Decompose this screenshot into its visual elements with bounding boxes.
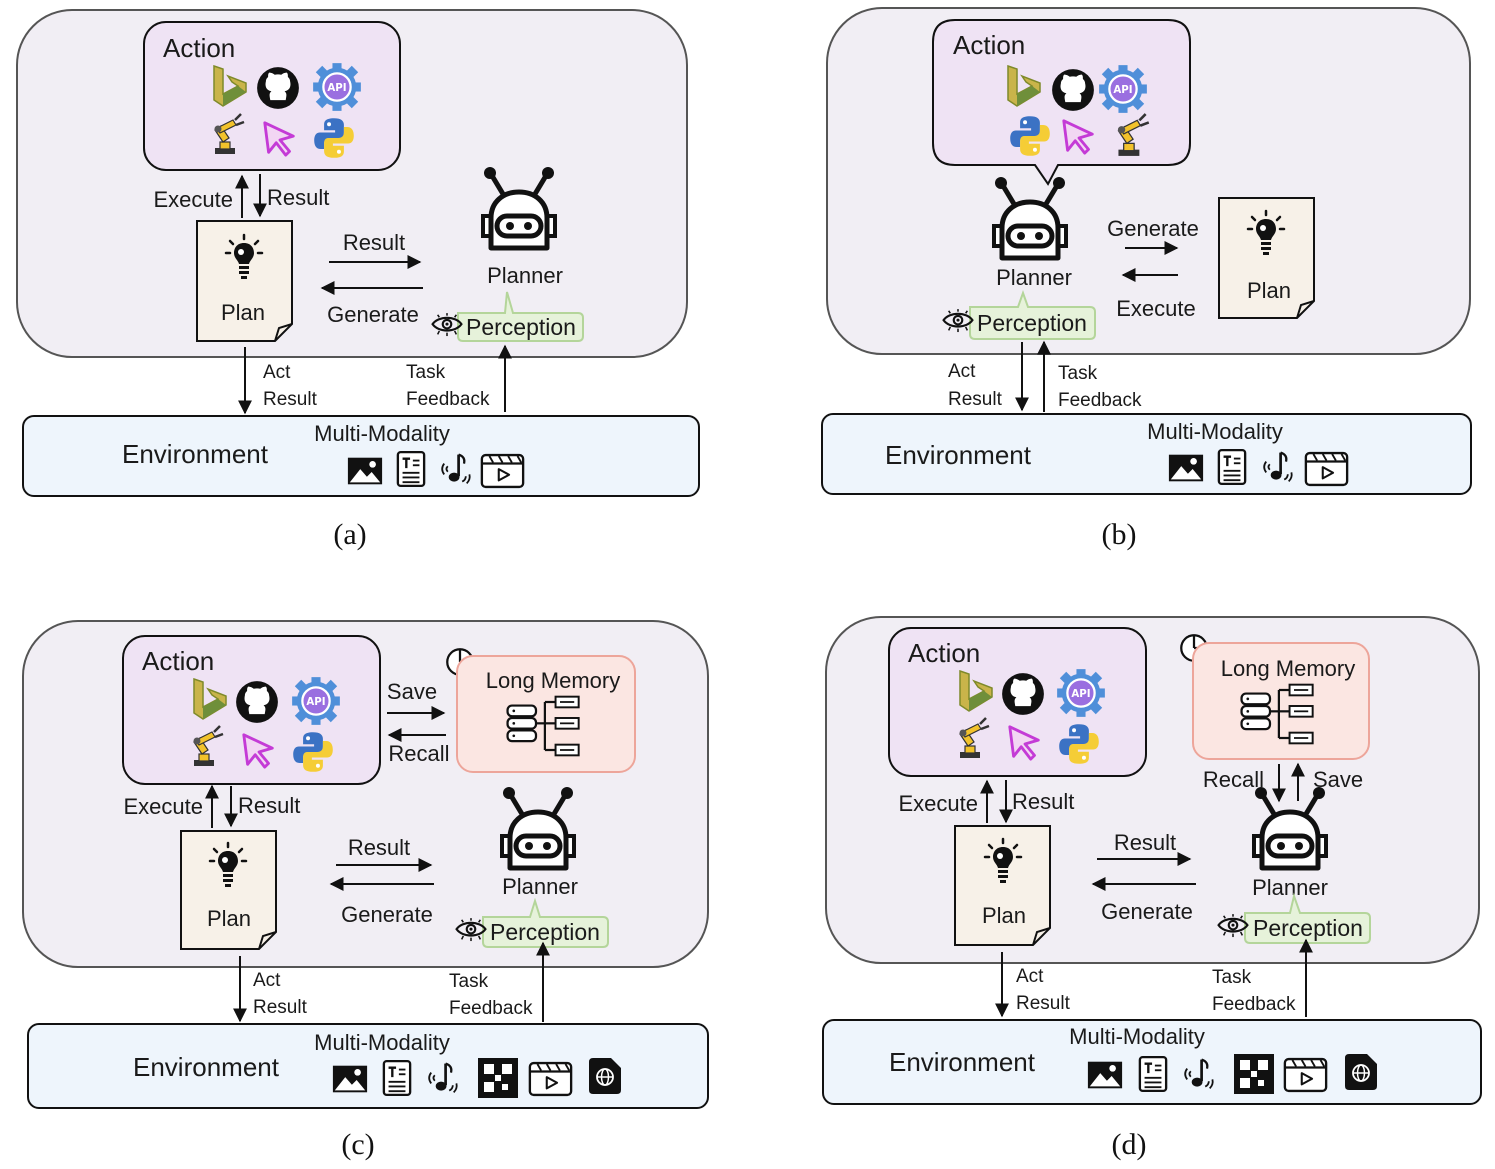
execute-label: Execute <box>154 187 234 212</box>
panel-b: Action Planner Perception Generate Execu… <box>821 7 1472 551</box>
recall-label: Recall <box>388 741 449 766</box>
action-title: Action <box>908 638 980 668</box>
action-title: Action <box>953 30 1025 60</box>
act-result-label: Result <box>253 997 308 1018</box>
generate-label: Generate <box>1101 899 1193 924</box>
generate-label: Generate <box>1107 216 1199 241</box>
video-icon <box>1283 1057 1328 1093</box>
result-up-label: Result <box>267 185 329 210</box>
plan-label: Plan <box>1247 278 1291 303</box>
image-icon <box>332 1065 368 1093</box>
multimodality-label: Multi-Modality <box>1069 1024 1205 1049</box>
act-result-label: Result <box>263 389 318 410</box>
image-icon <box>1168 454 1204 482</box>
environment-label: Environment <box>885 440 1032 470</box>
api-gear-icon <box>1098 64 1148 114</box>
result-arrow-label: Result <box>348 835 410 860</box>
act-label: Act <box>263 362 291 383</box>
act-result-label: Result <box>948 389 1003 410</box>
result-arrow-label: Result <box>1114 830 1176 855</box>
video-icon <box>528 1061 573 1097</box>
long-memory-label: Long Memory <box>1221 656 1356 681</box>
caption-a: (a) <box>333 518 366 551</box>
environment-label: Environment <box>133 1052 280 1082</box>
panel-a: Action Execute Result Plan Result Genera… <box>16 9 700 551</box>
task-label: Task <box>449 971 489 992</box>
caption-c: (c) <box>341 1128 374 1161</box>
planner-label: Planner <box>1252 875 1328 900</box>
api-gear-icon <box>312 62 362 112</box>
panel-d: Action Long Memory Recall Save Execute R… <box>822 616 1482 1161</box>
feedback-label: Feedback <box>1058 390 1142 411</box>
save-label: Save <box>387 679 437 704</box>
caption-d: (d) <box>1112 1128 1147 1161</box>
planner-label: Planner <box>996 265 1072 290</box>
text-icon <box>1138 1055 1168 1093</box>
api-gear-icon <box>1056 668 1106 718</box>
result-arrow-label: Result <box>343 230 405 255</box>
perception-label: Perception <box>490 919 600 945</box>
multimodality-label: Multi-Modality <box>1147 419 1283 444</box>
video-icon <box>480 453 525 489</box>
web-file-icon <box>1344 1053 1378 1091</box>
plan-label: Plan <box>221 300 265 325</box>
generate-label: Generate <box>327 302 419 327</box>
github-icon <box>257 67 299 109</box>
plan-label: Plan <box>207 906 251 931</box>
qr-code-icon <box>478 1058 518 1098</box>
execute-label: Execute <box>1116 296 1196 321</box>
image-icon <box>1087 1061 1123 1089</box>
task-label: Task <box>1212 967 1252 988</box>
multimodality-label: Multi-Modality <box>314 421 450 446</box>
github-icon <box>1002 673 1044 715</box>
text-icon <box>382 1059 412 1097</box>
web-file-icon <box>588 1057 622 1095</box>
text-icon <box>1217 448 1247 486</box>
act-label: Act <box>948 361 976 382</box>
act-label: Act <box>1016 966 1044 987</box>
environment-label: Environment <box>889 1047 1036 1077</box>
execute-label: Execute <box>899 791 979 816</box>
perception-label: Perception <box>466 314 576 340</box>
task-label: Task <box>1058 363 1098 384</box>
action-title: Action <box>142 646 214 676</box>
github-icon <box>1052 69 1094 111</box>
multimodality-label: Multi-Modality <box>314 1030 450 1055</box>
perception-label: Perception <box>977 310 1087 336</box>
video-icon <box>1304 451 1349 487</box>
image-icon <box>347 457 383 485</box>
execute-label: Execute <box>124 794 204 819</box>
planner-label: Planner <box>502 874 578 899</box>
result-up-label: Result <box>238 793 300 818</box>
api-gear-icon <box>291 676 341 726</box>
environment-label: Environment <box>122 439 269 469</box>
text-icon <box>396 450 426 488</box>
generate-label: Generate <box>341 902 433 927</box>
task-label: Task <box>406 362 446 383</box>
feedback-label: Feedback <box>1212 994 1296 1015</box>
perception-label: Perception <box>1253 915 1363 941</box>
long-memory-label: Long Memory <box>486 668 621 693</box>
result-up-label: Result <box>1012 789 1074 814</box>
planner-label: Planner <box>487 263 563 288</box>
feedback-label: Feedback <box>406 389 490 410</box>
caption-b: (b) <box>1102 518 1137 551</box>
action-title: Action <box>163 33 235 63</box>
panel-c: Action Save Recall Long Memory Execute R… <box>22 620 709 1161</box>
act-label: Act <box>253 970 281 991</box>
act-result-label: Result <box>1016 993 1071 1014</box>
recall-label: Recall <box>1203 767 1264 792</box>
qr-code-icon <box>1234 1054 1274 1094</box>
plan-label: Plan <box>982 903 1026 928</box>
github-icon <box>236 681 278 723</box>
feedback-label: Feedback <box>449 998 533 1019</box>
